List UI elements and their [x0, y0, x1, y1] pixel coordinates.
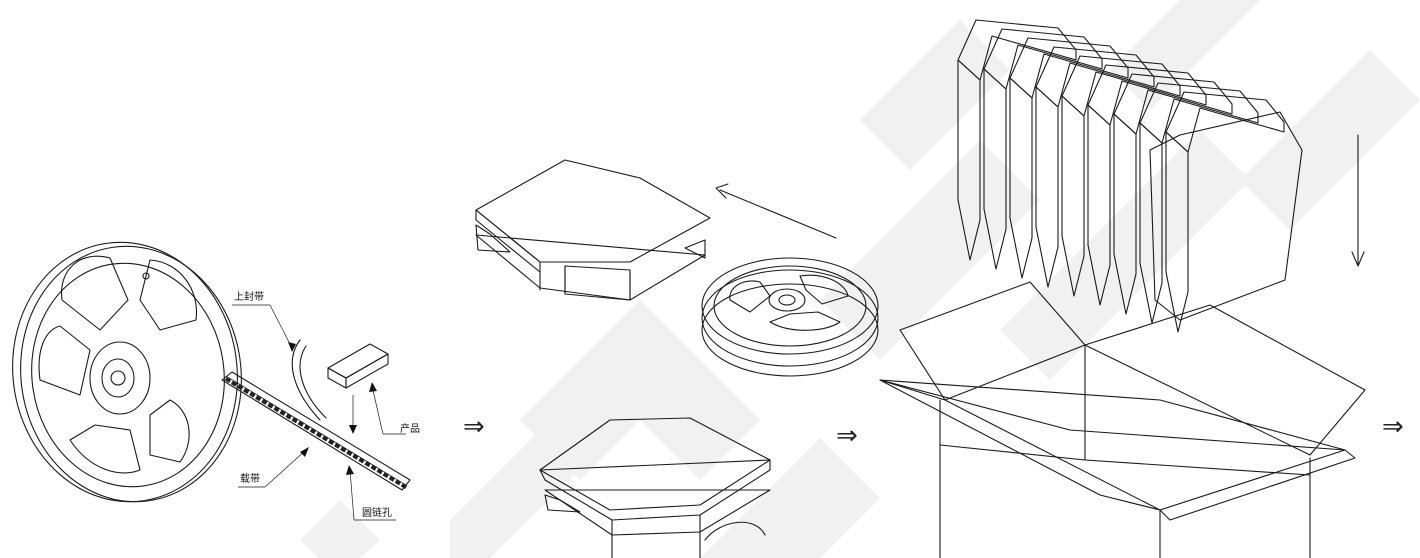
tape-pocket	[297, 420, 305, 427]
reel-box-top-edge	[1165, 91, 1285, 153]
reel-box-side	[983, 68, 1007, 270]
tape-pocket	[279, 409, 286, 416]
reel-box-bottom	[539, 417, 771, 558]
tape-pocket	[243, 387, 250, 394]
reel-box-top-edge	[957, 19, 1077, 81]
tape-pocket	[230, 380, 238, 387]
label-cover-tape: 上封带	[234, 290, 264, 303]
reel-box-side	[1139, 122, 1163, 324]
label-carrier-tape: 载带	[240, 473, 260, 485]
watermark	[300, 0, 1420, 558]
tape-pocket	[303, 424, 311, 431]
tape-pocket	[346, 450, 353, 457]
reel-box-side	[1061, 95, 1085, 297]
step-arrow-1: ⇒	[463, 412, 485, 442]
label-sprocket-hole: 圆链孔	[362, 506, 392, 519]
tape-pocket	[224, 376, 232, 384]
reel-box-front	[1149, 111, 1303, 321]
tape-pocket	[255, 395, 262, 402]
reel-box-side	[1165, 131, 1189, 333]
tape-pocket	[285, 413, 292, 420]
carrier-tape	[221, 339, 411, 491]
reel-box-top-edge	[1087, 64, 1207, 126]
reel-box-side	[1087, 104, 1111, 306]
reel-box-top-edge	[983, 28, 1103, 90]
flow-arrow-line	[719, 189, 837, 239]
tape-pocket	[382, 472, 389, 479]
reel-box-top-edge	[1009, 37, 1129, 99]
reel-stack	[701, 257, 879, 377]
reel-box-side	[1113, 113, 1137, 315]
tape-pocket	[364, 461, 371, 468]
reel-box-side	[957, 59, 981, 261]
product-chip	[327, 343, 389, 389]
tape-pocket	[315, 431, 323, 438]
tape-pocket	[388, 475, 396, 482]
tape-pocket	[352, 453, 359, 460]
tape-pocket	[340, 446, 347, 453]
reel-illustration	[12, 241, 242, 503]
tape-pocket	[394, 479, 402, 486]
stacked-reel-boxes	[957, 19, 1303, 333]
tape-pocket	[291, 417, 298, 424]
tape-pocket	[249, 391, 256, 398]
callouts: 上封带 产品 载带 圆链孔	[232, 290, 420, 521]
tape-pocket	[334, 442, 341, 449]
tape-pocket	[376, 468, 383, 475]
tape-pocket	[400, 482, 408, 490]
reel-box-top	[475, 159, 711, 301]
tape-pocket	[267, 402, 274, 409]
reel-box-top-edge	[1139, 82, 1259, 144]
tape-pocket	[358, 457, 365, 464]
reel-box-top-edge	[1113, 73, 1233, 135]
flow-arrow-head	[715, 183, 729, 199]
reel-box-top-edge	[1035, 46, 1155, 108]
tape-pocket	[261, 398, 268, 405]
reel-box-side	[1035, 86, 1059, 288]
step-arrow-2: ⇒	[836, 421, 858, 451]
tape-pocket	[370, 464, 377, 471]
tape-pocket	[236, 384, 244, 391]
tape-pocket	[327, 439, 335, 446]
reel-box-side	[1009, 77, 1033, 279]
step-arrow-3: ⇒	[1382, 412, 1404, 442]
label-product: 产品	[400, 422, 420, 435]
carton-box	[879, 281, 1366, 558]
reel-box-top-edge	[1061, 55, 1181, 117]
tape-pocket	[273, 406, 280, 413]
down-arrow-head	[1351, 251, 1365, 267]
tape-pocket	[321, 435, 329, 442]
tape-pocket	[309, 428, 317, 435]
